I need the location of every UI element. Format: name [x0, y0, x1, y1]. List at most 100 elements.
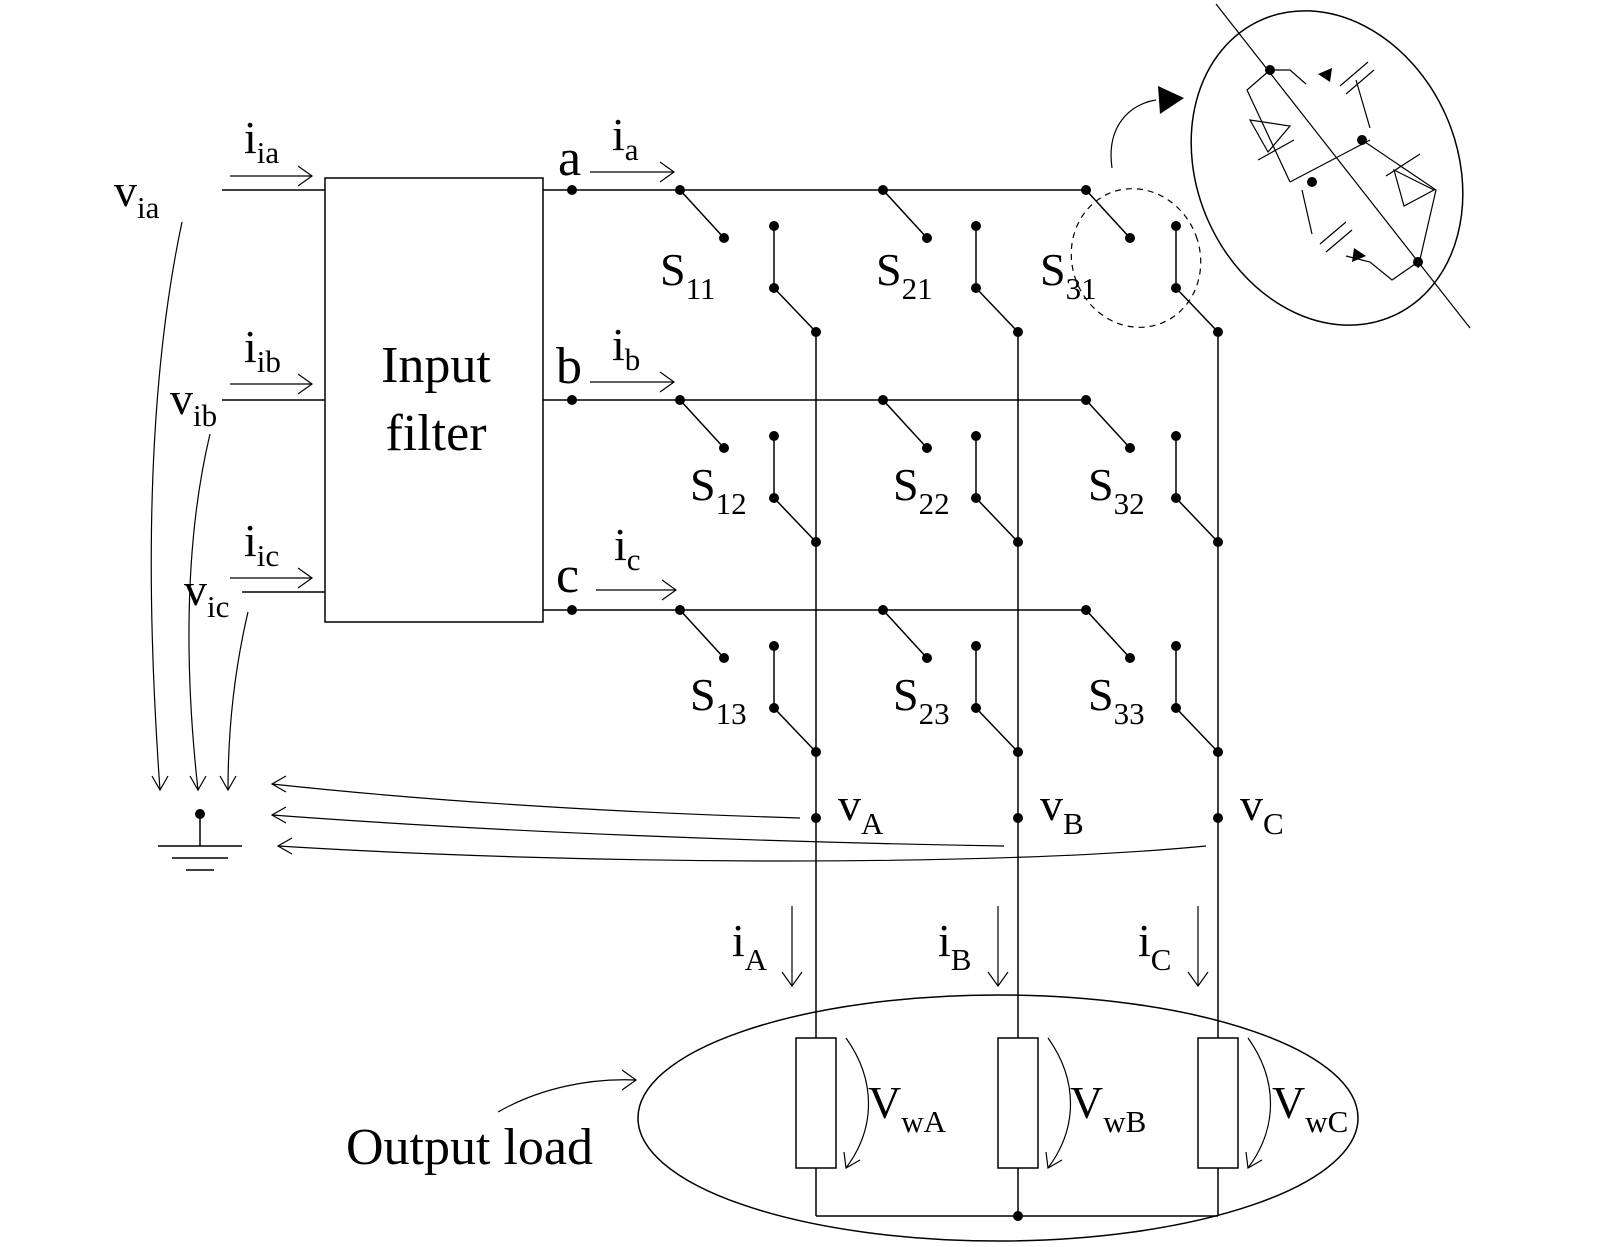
phase-current-label-c: ic [614, 519, 641, 577]
output-voltage-arrow-A [271, 783, 801, 819]
input-voltage-arrow-a [150, 221, 183, 791]
switch-13-blade-2 [773, 707, 817, 753]
output-voltage-arrow-B [271, 814, 1005, 847]
filter-label-line1: Input [381, 337, 491, 394]
switch-23-blade-1 [882, 609, 928, 659]
switch-22-blade-1 [882, 399, 928, 449]
output-current-arrow-A [781, 906, 803, 988]
switch-label-13: S13 [690, 669, 747, 731]
switch-32-blade-1 [1085, 399, 1131, 449]
switch-matrix [543, 185, 1223, 1038]
input-voltage-arrow-b [188, 433, 211, 791]
switch-11-contact-1 [719, 233, 729, 243]
switch-22-contact-1 [922, 443, 932, 453]
phase-nodes: a b c ia ib ic [556, 109, 678, 604]
output-voltage-label-B: vB [1040, 779, 1084, 841]
output-voltage-section: vA vB vC [270, 775, 1284, 862]
output-current-section: iA iB iC [732, 906, 1209, 988]
ground-icon [158, 809, 242, 871]
switch-label-33: S33 [1088, 669, 1145, 731]
switch-22-blade-2 [975, 497, 1019, 543]
input-current-label-c: iic [244, 515, 279, 573]
switch-13-contact-1 [719, 653, 729, 663]
output-load-ellipse [637, 994, 1359, 1242]
switch-11-blade-2 [773, 287, 817, 333]
input-current-arrow-c [230, 567, 314, 589]
output-voltage-label-C: vC [1240, 779, 1284, 841]
load-voltage-label-C: VwC [1272, 1077, 1348, 1139]
switch-32-blade-2 [1175, 497, 1219, 543]
output-current-label-C: iC [1138, 915, 1171, 977]
switch-11-output-dot [811, 327, 821, 337]
switch-31-blade-2 [1175, 287, 1219, 333]
switch-label-21: S21 [876, 244, 933, 306]
switch-33-output-dot [1213, 747, 1223, 757]
output-current-label-B: iB [938, 915, 971, 977]
input-voltage-label-a: via [114, 165, 160, 225]
input-side: Input filter iia iib iic via vib vic [114, 112, 544, 871]
switch-32-contact-1 [1125, 443, 1135, 453]
input-voltage-label-b: vib [170, 373, 217, 433]
input-voltage-arrow-c [227, 611, 249, 791]
switch-label-12: S12 [690, 459, 747, 521]
input-current-arrow-a [230, 165, 314, 187]
output-current-arrow-B [987, 906, 1009, 988]
bidirectional-switch-detail [1190, 3, 1471, 329]
switch-23-contact-1 [922, 653, 932, 663]
switch-33-contact-1 [1125, 653, 1135, 663]
switch-21-output-dot [1013, 327, 1023, 337]
phase-current-arrow-c [596, 579, 678, 601]
switch-12-output-dot [811, 537, 821, 547]
output-node-B [1013, 813, 1023, 823]
phase-node-a [567, 185, 577, 195]
output-node-C [1213, 813, 1223, 823]
output-load-label: Output load [346, 1119, 593, 1176]
phase-current-arrow-a [590, 161, 676, 183]
switch-11-blade-1 [679, 189, 725, 239]
output-voltage-label-A: vA [838, 779, 884, 841]
switch-22-output-dot [1013, 537, 1023, 547]
switch-label-31: S31 [1040, 244, 1097, 306]
switch-33-blade-2 [1175, 707, 1219, 753]
switch-31-output-dot [1213, 327, 1223, 337]
switch-highlight-ellipse [1070, 188, 1202, 328]
switch-label-32: S32 [1088, 459, 1145, 521]
load-resistor-C [1197, 1037, 1239, 1169]
switch-21-blade-2 [975, 287, 1019, 333]
input-current-label-a: iia [244, 112, 279, 170]
phase-node-c [567, 605, 577, 615]
phase-node-b [567, 395, 577, 405]
filter-label-line2: filter [385, 405, 486, 462]
phase-current-label-b: ib [612, 319, 640, 377]
switch-32-output-dot [1213, 537, 1223, 547]
switch-12-blade-1 [679, 399, 725, 449]
input-current-label-b: iib [244, 321, 281, 379]
load-voltage-label-A: VwA [868, 1077, 947, 1139]
switch-label-23: S23 [893, 669, 950, 731]
switch-12-blade-2 [773, 497, 817, 543]
switch-12-contact-1 [719, 443, 729, 453]
switch-23-output-dot [1013, 747, 1023, 757]
load-resistor-A [795, 1037, 837, 1169]
switch-label-22: S22 [893, 459, 950, 521]
switch-31-contact-1 [1125, 233, 1135, 243]
phase-current-arrow-b [590, 371, 676, 393]
output-voltage-arrow-C [277, 845, 1207, 862]
output-load: VwA VwB VwC Output load [346, 994, 1359, 1242]
node-label-c: c [556, 547, 579, 604]
output-current-arrow-C [1187, 906, 1209, 988]
node-label-a: a [558, 130, 581, 187]
switch-13-output-dot [811, 747, 821, 757]
load-voltage-label-B: VwB [1070, 1077, 1146, 1139]
switch-labels: S11 S21 S31 S12 S22 S32 S13 S23 S33 [660, 244, 1145, 731]
phase-current-label-a: ia [612, 109, 639, 167]
output-load-pointer-arrow [497, 1079, 637, 1113]
neutral-node [1013, 1211, 1023, 1221]
switch-label-11: S11 [660, 244, 715, 306]
switch-33-blade-1 [1085, 609, 1131, 659]
input-filter-box [324, 177, 544, 623]
switch-21-contact-1 [922, 233, 932, 243]
switch-13-blade-1 [679, 609, 725, 659]
input-current-arrow-b [230, 373, 314, 395]
switch-23-blade-2 [975, 707, 1019, 753]
